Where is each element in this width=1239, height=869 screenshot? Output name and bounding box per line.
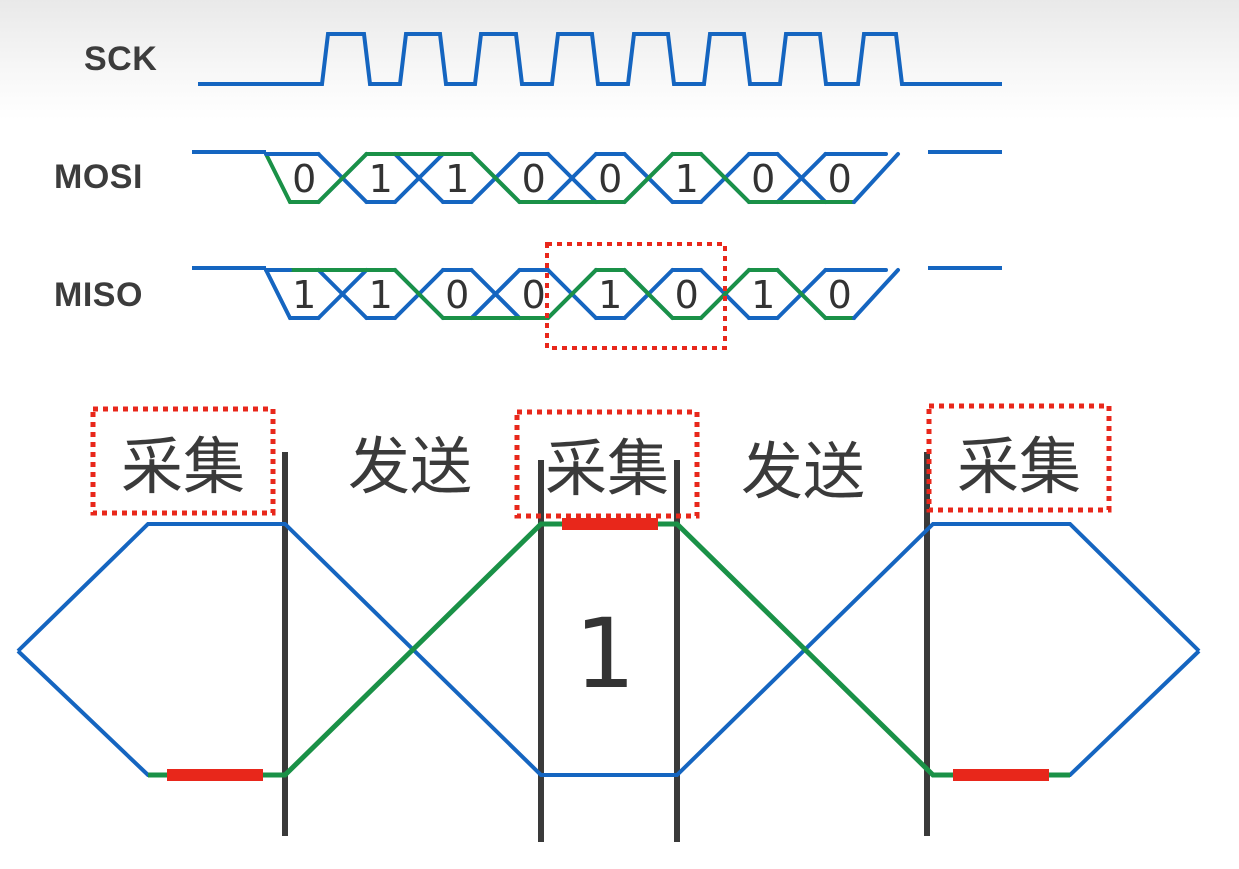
mosi-transition-data [316,152,369,204]
mosi-bit-label: 0 [598,157,622,201]
miso-waveform: 1 1 0 0 1 0 1 0 [192,266,1002,320]
phase-label-sample: 采集 [545,432,669,505]
mosi-label: MOSI [54,158,143,196]
miso-transition [852,268,900,320]
mosi-transition [264,152,292,204]
mosi-bit-label: 0 [292,157,316,201]
phase-box [90,406,276,516]
miso-bit-label: 0 [675,273,699,317]
mosi-transition-data [699,152,751,204]
miso-bit-label: 1 [598,273,622,317]
mosi-transition [393,152,445,204]
miso-bit-label: 0 [522,273,546,317]
sck-waveform [198,32,1002,86]
mosi-transition-data [469,152,522,204]
miso-bit-label: 1 [292,273,316,317]
mosi-transition [775,152,828,204]
mosi-bit-label: 0 [828,157,852,201]
mosi-bit-label: 0 [522,157,546,201]
phase-labels: 采集 发送 采集 发送 采集 [90,403,1112,519]
phase-box [514,409,700,519]
miso-transition-data [622,268,675,320]
miso-transition [469,268,522,320]
miso-transition-data [393,268,445,320]
phase-label-send: 发送 [741,435,865,508]
miso-transition-data [546,268,598,320]
miso-bit-label: 1 [751,273,775,317]
miso-transition-data [699,268,751,320]
zoom-envelope-top [16,522,1201,777]
sck-label: SCK [84,40,158,78]
miso-transition [316,268,369,320]
miso-bit-label: 1 [369,273,393,317]
mosi-bit-label: 1 [369,157,393,201]
phase-label-send: 发送 [348,430,472,503]
mosi-bit-label: 1 [675,157,699,201]
miso-highlight-box [545,242,727,350]
phase-label-sample: 采集 [121,430,245,503]
zoom-bit-value: 1 [574,598,635,710]
miso-transition-data [775,268,828,320]
phase-label-sample: 采集 [957,430,1081,503]
mosi-transition [546,152,598,204]
mosi-waveform: 0 1 1 0 0 1 0 0 [192,150,1002,204]
miso-bit-label: 0 [445,273,469,317]
phase-box [926,403,1112,513]
miso-bit-label: 0 [828,273,852,317]
mosi-bit-label: 1 [445,157,469,201]
mosi-transition-data [622,152,675,204]
miso-label: MISO [54,276,143,314]
sample-markers [167,518,1049,781]
mosi-bit-label: 0 [751,157,775,201]
mosi-transition [852,152,900,204]
miso-transition [264,268,292,320]
